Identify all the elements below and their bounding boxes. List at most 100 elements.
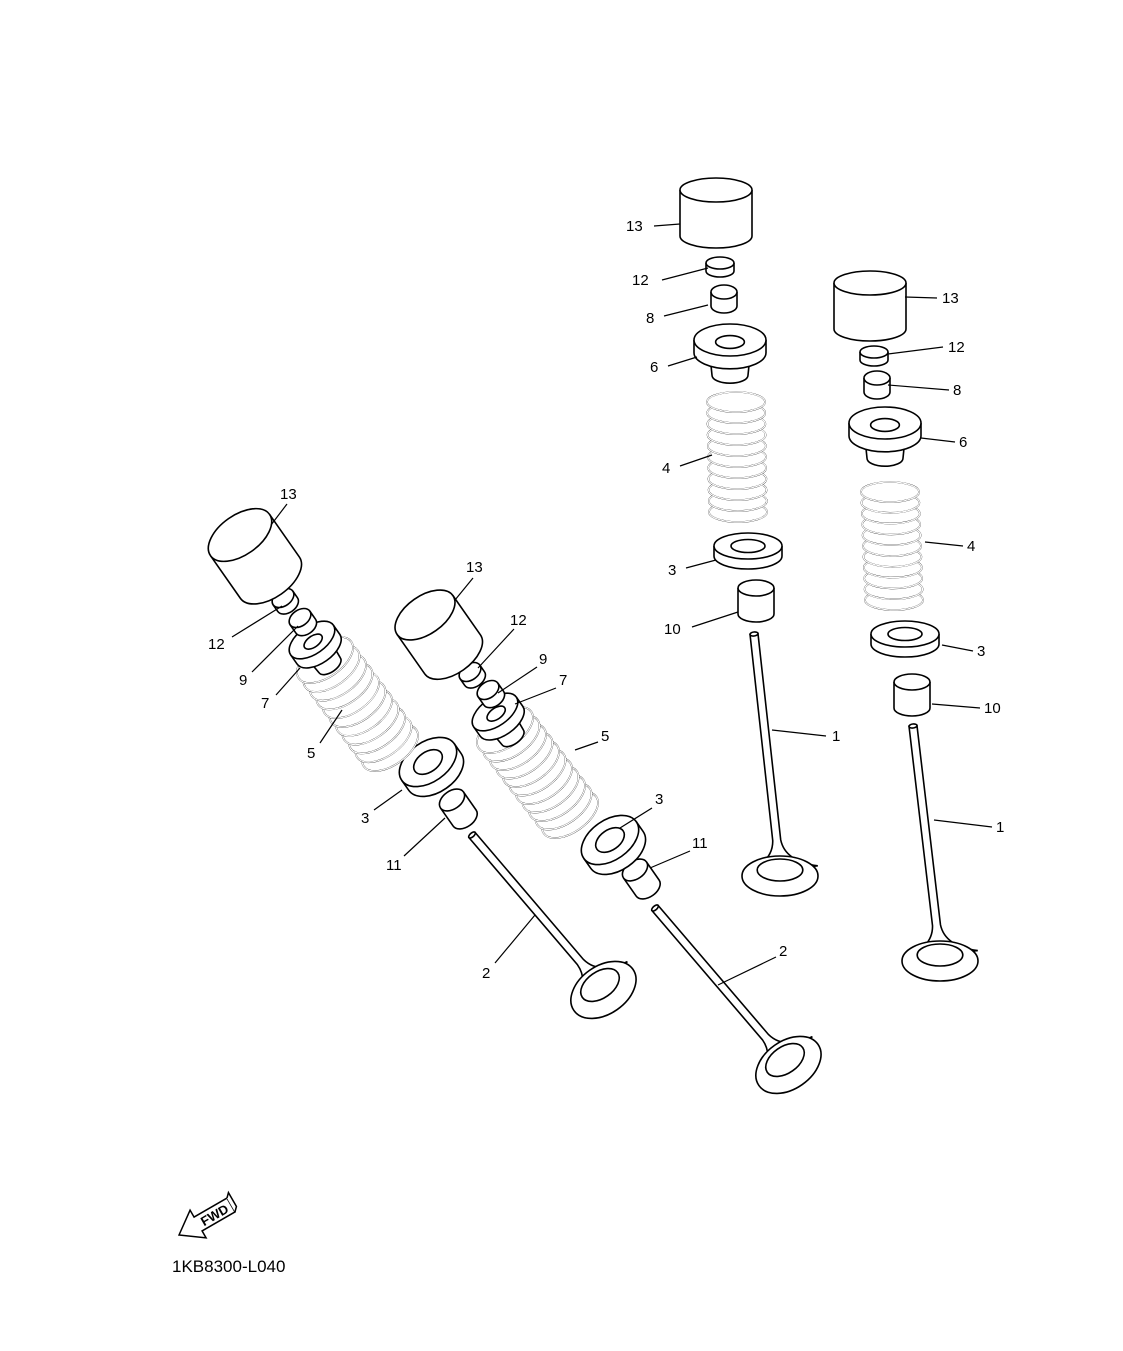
callout: 5 xyxy=(307,745,315,762)
leader-line xyxy=(685,559,717,569)
leader-line xyxy=(933,819,993,828)
valve-seal-10-b xyxy=(893,673,931,717)
spring-seat-3-d-hole xyxy=(594,826,626,854)
leader-line xyxy=(494,914,536,964)
callout: 13 xyxy=(942,290,959,307)
valve-lifter-13-d-body xyxy=(396,595,484,681)
valve-seal-10-a-body xyxy=(737,588,775,623)
callout: 6 xyxy=(650,359,658,376)
shim-12-a xyxy=(705,256,735,278)
valve-seal-10-b-top xyxy=(893,673,931,691)
spring-seat-3-a xyxy=(713,532,783,570)
leader-line xyxy=(497,666,538,694)
callout: 11 xyxy=(386,857,402,874)
valve-neck xyxy=(764,1042,806,1078)
callout: 2 xyxy=(779,943,787,960)
callouts-assembly-c: 13 12 9 7 5 3 11 2 xyxy=(208,486,490,982)
callout: 12 xyxy=(948,339,965,356)
valve-lifter-13-b-top xyxy=(833,270,907,296)
leader-line xyxy=(514,687,557,705)
valve-spring-4-b xyxy=(860,481,924,611)
valve-seal-11-c-body xyxy=(439,791,478,830)
valve-1-b-body xyxy=(901,723,978,961)
spring-retainer-6-b xyxy=(848,406,922,467)
valve-cotter-8-a-top xyxy=(710,284,738,300)
valve-cotter-9-d-top xyxy=(476,679,500,701)
valve-lifter-13-c-body xyxy=(209,513,303,605)
leader-line xyxy=(887,384,950,391)
leader-line xyxy=(667,356,698,367)
leader-line xyxy=(920,437,956,443)
valve-cotter-8-b-top xyxy=(863,370,891,386)
valve-spring-5-d xyxy=(476,706,599,839)
valve-lifter-13-b-body xyxy=(833,283,907,342)
valve-tip xyxy=(749,631,759,637)
valve-seal-11-d-body xyxy=(622,861,661,900)
coil-highlight xyxy=(860,481,920,503)
callouts-assembly-d: 13 12 9 7 5 3 11 2 xyxy=(466,559,787,960)
retainer-hole xyxy=(869,417,901,433)
valve-neck xyxy=(916,943,964,967)
leader-line xyxy=(619,807,653,829)
fwd-arrow-icon: FWD xyxy=(177,1190,238,1239)
valve-cotter-9-c-top xyxy=(288,607,312,629)
valve-1-b xyxy=(901,723,979,982)
spring-seat-3-a-hole xyxy=(730,538,766,554)
leader-line xyxy=(574,741,599,751)
callout: 13 xyxy=(626,218,643,235)
valve-2-c xyxy=(467,831,637,1020)
diagram-code: 1KB8300-L040 xyxy=(172,1257,285,1276)
callout: 7 xyxy=(261,695,269,712)
valve-1-a-body xyxy=(741,631,818,875)
leader-line xyxy=(941,644,974,652)
retainer-hole xyxy=(486,705,507,722)
valve-tip xyxy=(908,723,918,729)
spring-seat-3-b-hole xyxy=(887,626,923,642)
callouts-assembly-a: 13 12 8 6 4 3 10 1 xyxy=(626,218,840,745)
valve-head xyxy=(570,960,637,1020)
valve-cotter-9-c xyxy=(288,607,318,637)
callout: 2 xyxy=(482,965,490,982)
parts-layer xyxy=(207,177,979,1095)
valve-seal-10-a xyxy=(737,579,775,623)
valve-head xyxy=(901,940,979,982)
callout: 12 xyxy=(208,636,225,653)
valve-cotter-8-a xyxy=(710,284,738,314)
callout: 9 xyxy=(539,651,547,668)
valve-seal-11-c xyxy=(438,788,478,830)
valve-lifter-13-a-body xyxy=(679,190,753,249)
leader-line xyxy=(771,729,827,737)
valve-neck xyxy=(579,967,621,1003)
callout: 1 xyxy=(996,819,1004,836)
leader-line xyxy=(454,577,474,601)
callout: 7 xyxy=(559,672,567,689)
callout: 6 xyxy=(959,434,967,451)
callout: 1 xyxy=(832,728,840,745)
leader-line xyxy=(477,628,515,669)
valve-tip xyxy=(650,904,660,912)
callout: 13 xyxy=(280,486,297,503)
leader-line xyxy=(931,703,981,709)
shim-12-a-top xyxy=(705,256,735,270)
leader-line xyxy=(403,817,446,857)
valve-lifter-13-a xyxy=(679,177,753,249)
callout: 9 xyxy=(239,672,247,689)
coil-highlight xyxy=(706,391,766,413)
valve-lifter-13-b xyxy=(833,270,907,342)
callout: 12 xyxy=(510,612,527,629)
callout: 3 xyxy=(361,810,369,827)
valve-2-c-body xyxy=(467,831,628,1009)
leader-line xyxy=(661,267,709,281)
leader-line xyxy=(653,223,681,227)
spring-coil xyxy=(860,481,920,503)
leader-line xyxy=(679,454,713,467)
leader-line xyxy=(319,709,343,744)
callout: 12 xyxy=(632,272,649,289)
valve-spring-4-a xyxy=(706,391,768,523)
valve-lifter-13-d xyxy=(394,589,484,681)
leader-line xyxy=(663,304,709,317)
callout: 3 xyxy=(977,643,985,660)
valve-lifter-13-c-top xyxy=(207,507,273,563)
